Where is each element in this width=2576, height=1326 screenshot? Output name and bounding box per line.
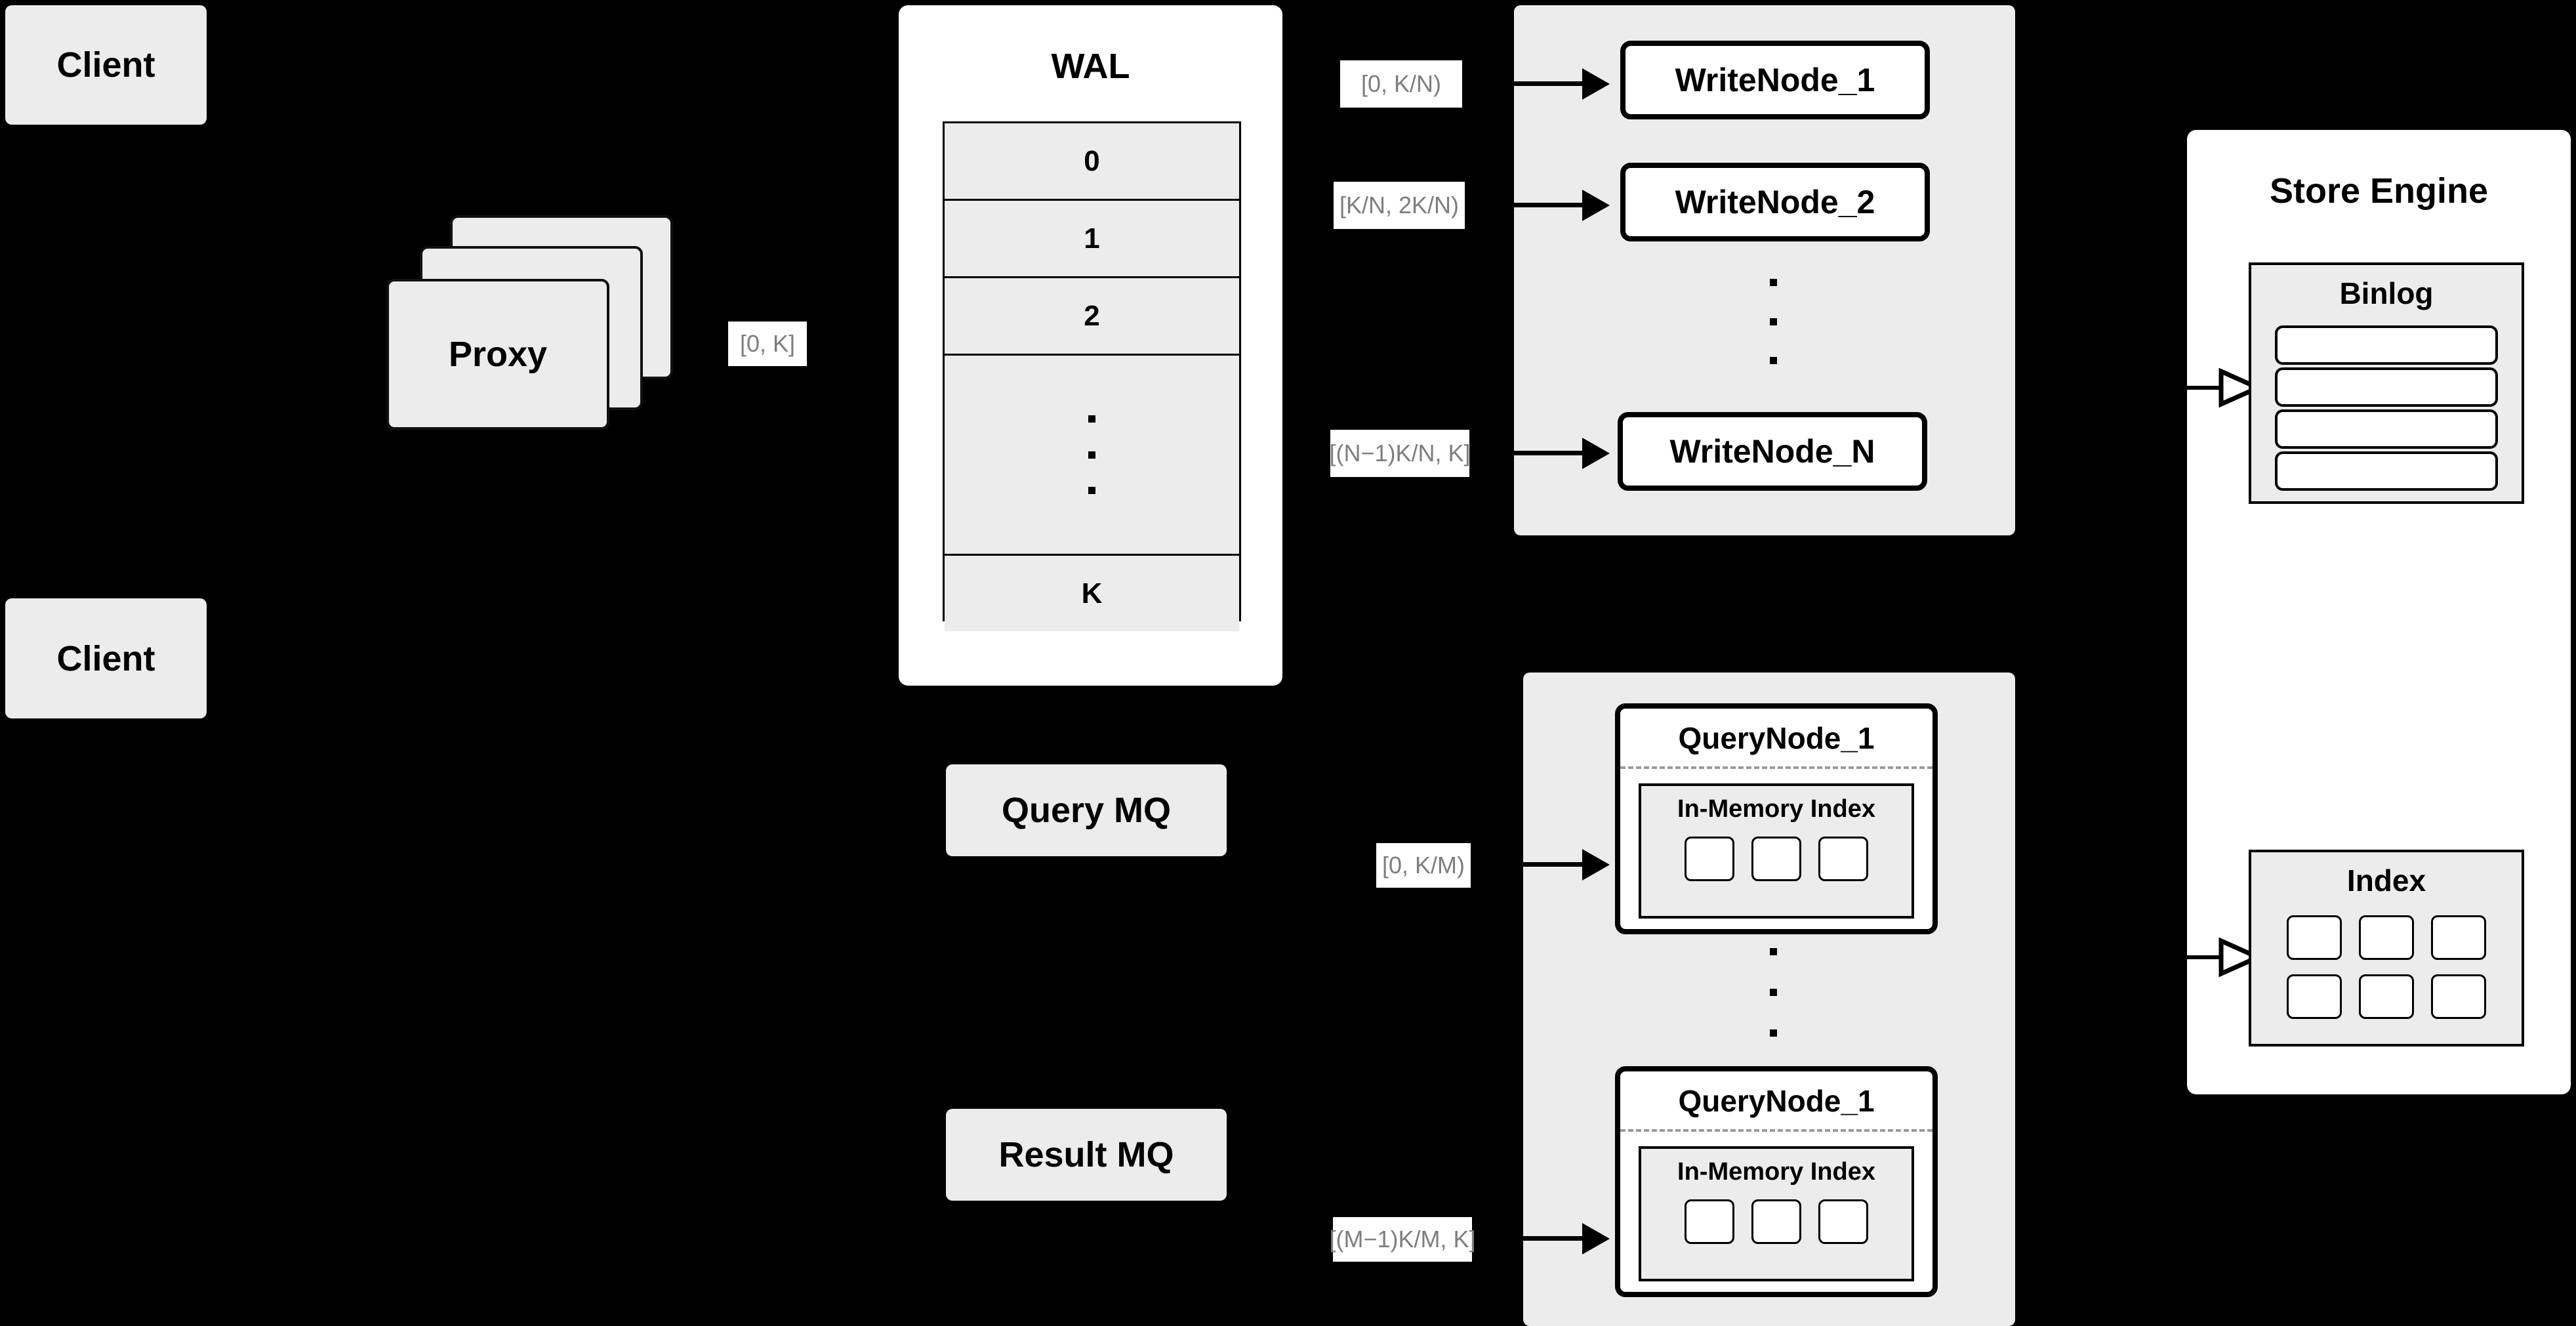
- index-cell: [1751, 1199, 1801, 1244]
- query-mq-label: Query MQ: [1001, 791, 1172, 830]
- arrow-line-writenode-1: [1471, 81, 1584, 86]
- querynode-divider-2: [1620, 1129, 1932, 1132]
- client-box-2[interactable]: Client: [5, 598, 207, 718]
- write-cluster-vertical-ellipsis-icon: [1768, 279, 1778, 364]
- client-label-2: Client: [56, 638, 155, 678]
- arrow-line-writenode-2: [1471, 203, 1584, 207]
- arrow-right-filled-icon-querynode-2: [1582, 1223, 1610, 1254]
- client-label-1: Client: [56, 45, 155, 85]
- store-engine-title: Store Engine: [2269, 171, 2489, 211]
- index-cell: [1685, 837, 1734, 881]
- client-box-1[interactable]: Client: [5, 5, 207, 125]
- in-memory-index-panel-2: In-Memory Index: [1639, 1146, 1914, 1281]
- querynode-label-2: QueryNode_1: [1678, 1084, 1875, 1118]
- arrow-right-open-icon-index: [2218, 937, 2260, 978]
- arrow-right-filled-icon-writenode-n: [1582, 438, 1610, 469]
- index-cell: [1685, 1199, 1734, 1244]
- store-index-panel: Index: [2249, 850, 2524, 1046]
- arrow-right-filled-icon-writenode-2: [1582, 190, 1610, 221]
- store-index-title: Index: [2346, 863, 2426, 898]
- proxy-card-front[interactable]: Proxy: [386, 279, 609, 430]
- querynode-label-1: QueryNode_1: [1678, 721, 1875, 755]
- arrow-line-binlog: [2187, 386, 2224, 390]
- arrow-line-index: [2187, 955, 2224, 959]
- index-cell: [1751, 837, 1801, 881]
- writenode-box-1[interactable]: WriteNode_1: [1620, 41, 1930, 119]
- store-index-cell: [2359, 974, 2414, 1019]
- proxy-range-label: [0, K]: [728, 321, 807, 366]
- arrow-line-writenode-n: [1471, 451, 1584, 455]
- writenode-label-1: WriteNode_1: [1675, 62, 1875, 98]
- binlog-row: [2275, 409, 2498, 449]
- store-index-cell: [2431, 974, 2486, 1019]
- result-mq-box[interactable]: Result MQ: [946, 1109, 1227, 1201]
- wal-row-0: 0: [945, 123, 1239, 201]
- writenode-box-n[interactable]: WriteNode_N: [1618, 412, 1927, 491]
- query-range-label-1: [0, K/M): [1376, 843, 1471, 888]
- wal-row-ellipsis: [945, 356, 1239, 556]
- wal-title: WAL: [1051, 47, 1130, 86]
- store-index-cell: [2287, 974, 2342, 1019]
- writenode-label-n: WriteNode_N: [1669, 433, 1875, 470]
- index-cell: [1818, 837, 1868, 881]
- write-range-label-n: [(N−1)K/N, K]: [1329, 430, 1471, 477]
- querynode-box-2[interactable]: QueryNode_1 In-Memory Index: [1615, 1066, 1938, 1297]
- query-mq-box[interactable]: Query MQ: [946, 764, 1227, 856]
- query-cluster-vertical-ellipsis-icon: [1768, 948, 1778, 1037]
- wal-row-1: 1: [945, 201, 1239, 278]
- writenode-label-2: WriteNode_2: [1675, 184, 1875, 220]
- arrow-right-open-icon-binlog: [2218, 367, 2260, 408]
- vertical-ellipsis-icon: [1088, 415, 1095, 494]
- wal-table: 0 1 2 K: [943, 121, 1241, 631]
- store-index-cell: [2287, 915, 2342, 960]
- store-index-cell: [2431, 915, 2486, 960]
- arrow-right-filled-icon-querynode-1: [1582, 849, 1610, 881]
- binlog-row: [2275, 367, 2498, 407]
- in-memory-index-title-1: In-Memory Index: [1677, 795, 1875, 823]
- querynode-box-1[interactable]: QueryNode_1 In-Memory Index: [1615, 703, 1938, 934]
- in-memory-index-panel-1: In-Memory Index: [1639, 783, 1914, 919]
- in-memory-index-title-2: In-Memory Index: [1677, 1158, 1875, 1186]
- binlog-row: [2275, 325, 2498, 365]
- index-cell: [1818, 1199, 1868, 1244]
- binlog-row: [2275, 451, 2498, 491]
- arrow-line-querynode-1: [1475, 862, 1585, 867]
- arrow-right-filled-icon-writenode-1: [1582, 68, 1610, 100]
- writenode-box-2[interactable]: WriteNode_2: [1620, 163, 1930, 241]
- proxy-label: Proxy: [448, 335, 548, 374]
- write-range-label-1: [0, K/N): [1340, 60, 1462, 108]
- store-index-cell: [2359, 915, 2414, 960]
- query-range-label-2: [(M−1)K/M, K]: [1329, 1217, 1476, 1262]
- arrow-line-querynode-2: [1475, 1236, 1585, 1241]
- binlog-title: Binlog: [2339, 276, 2434, 310]
- querynode-divider-1: [1620, 766, 1932, 769]
- wal-row-k: K: [945, 556, 1239, 631]
- binlog-panel: Binlog: [2249, 262, 2524, 504]
- result-mq-label: Result MQ: [998, 1135, 1174, 1174]
- wal-row-2: 2: [945, 278, 1239, 356]
- write-range-label-2: [K/N, 2K/N): [1334, 182, 1465, 229]
